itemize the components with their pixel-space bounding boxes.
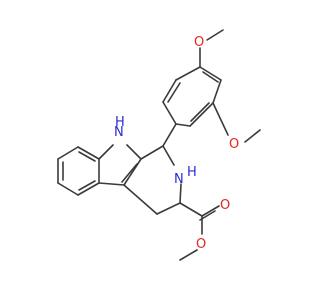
atom-oxygen-top: O [194,35,204,50]
atom-oxygen-ester: O [196,237,206,252]
atom-nitrogen-indole: N [114,125,124,140]
ester-group [179,202,220,261]
indole-pyrrole-ring [98,144,142,186]
indole-benzene-ring [57,146,100,196]
dimethoxyphenyl-ring [162,66,222,147]
atom-hydrogen-ring: H [187,165,197,180]
methoxy-right [212,102,261,143]
methoxy-top [199,29,224,68]
atom-hydrogen-indole: H [115,115,125,130]
atom-oxygen-carbonyl: O [220,198,230,213]
atom-nitrogen-ring: N [174,172,184,187]
molecule-diagram: O O N H N H O O [57,29,261,261]
piperidine-ring [123,145,182,215]
structure-svg: O O N H N H O O [57,29,261,261]
atom-oxygen-right: O [229,137,239,152]
